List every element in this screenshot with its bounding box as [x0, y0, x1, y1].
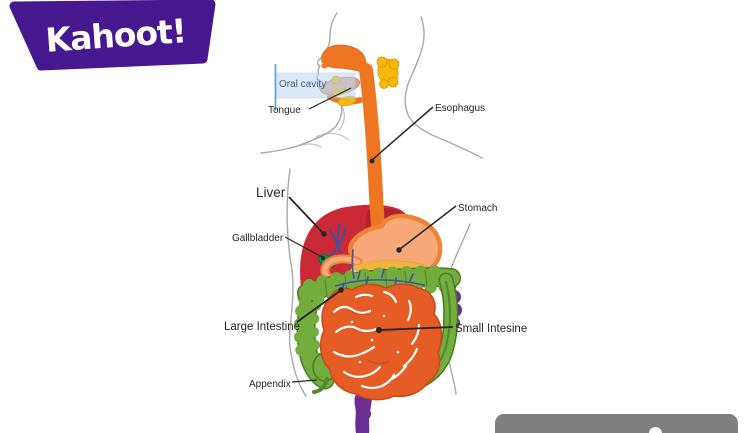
label-appendix: Appendix	[249, 379, 291, 390]
label-tongue: Tongue	[268, 105, 301, 116]
leader-tongue	[308, 87, 352, 110]
oral-cavity-highlight-box	[274, 72, 356, 99]
small-intestine-shape	[319, 283, 443, 401]
label-large-intestine: Large Intestine	[224, 321, 300, 333]
label-gallbladder: Gallbladder	[232, 233, 284, 244]
head-back-outline	[404, 16, 483, 159]
bottom-sheet-icon	[649, 427, 662, 433]
leader-liver	[288, 196, 324, 234]
esophagus-shape	[359, 63, 385, 233]
label-oral-cavity: Oral cavity	[279, 79, 326, 90]
label-liver: Liver	[256, 185, 286, 200]
leader-stomach	[399, 205, 457, 250]
bottom-sheet[interactable]	[495, 414, 738, 433]
label-stomach: Stomach	[458, 203, 497, 214]
clavicle-sketch-lines	[294, 103, 350, 148]
torso-left-outline	[286, 168, 307, 397]
label-small-intestine: Small Intesine	[455, 323, 527, 335]
leader-appendix	[291, 379, 318, 383]
leader-esophagus	[371, 106, 434, 161]
leader-gallbladder	[284, 236, 323, 258]
leader-large-intestine	[296, 290, 341, 323]
kahoot-logo-badge	[9, 0, 216, 71]
intestine-coil-highlights	[332, 290, 421, 390]
leader-small-intestine	[379, 326, 454, 331]
leader-lines	[284, 87, 457, 383]
label-esophagus: Esophagus	[435, 103, 485, 114]
appendix-shape	[312, 377, 329, 394]
kahoot-logo: Kahoot!	[9, 0, 216, 71]
